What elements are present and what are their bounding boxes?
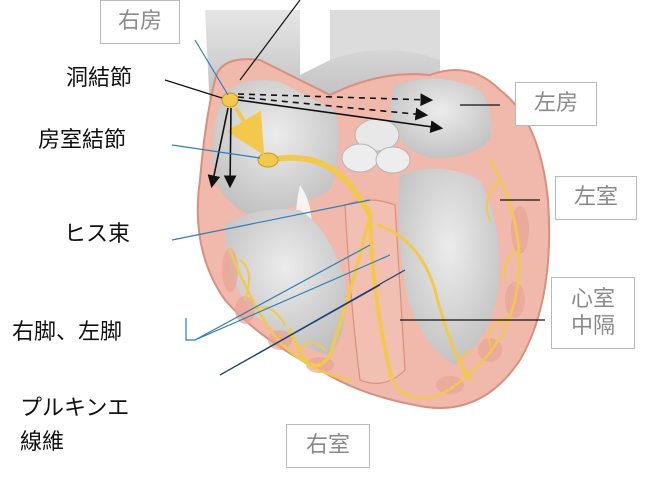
- sa-to-av-arrow: [226, 106, 265, 156]
- label-right-ventricle: 右室: [286, 424, 370, 468]
- label-left-atrium: 左房: [515, 82, 597, 126]
- label-septum-line2: 中隔: [570, 314, 615, 339]
- conduction-system: [228, 154, 521, 400]
- label-bundle-branches: 右脚、左脚: [12, 320, 123, 345]
- label-right-atrium: 右房: [100, 0, 180, 44]
- left-ventricle-chamber: [398, 168, 500, 365]
- leader-lines: [164, 0, 545, 376]
- label-av-node: 房室結節: [38, 128, 127, 153]
- label-his-bundle: ヒス束: [64, 222, 131, 247]
- right-ventricle-chamber: [225, 209, 346, 355]
- sa-node: [221, 92, 239, 108]
- label-purkinje-line2: 線維: [20, 430, 65, 455]
- atrial-conduction-arrows: [207, 93, 444, 189]
- label-purkinje-line1: プルキンエ: [20, 396, 130, 421]
- left-atrium-chamber: [390, 78, 492, 159]
- label-sa-node: 洞結節: [66, 66, 133, 91]
- label-septum-line1: 心室: [570, 286, 615, 312]
- label-septum: 心室 中隔: [551, 277, 635, 349]
- av-node: [257, 152, 279, 168]
- label-left-ventricle: 左室: [555, 176, 637, 220]
